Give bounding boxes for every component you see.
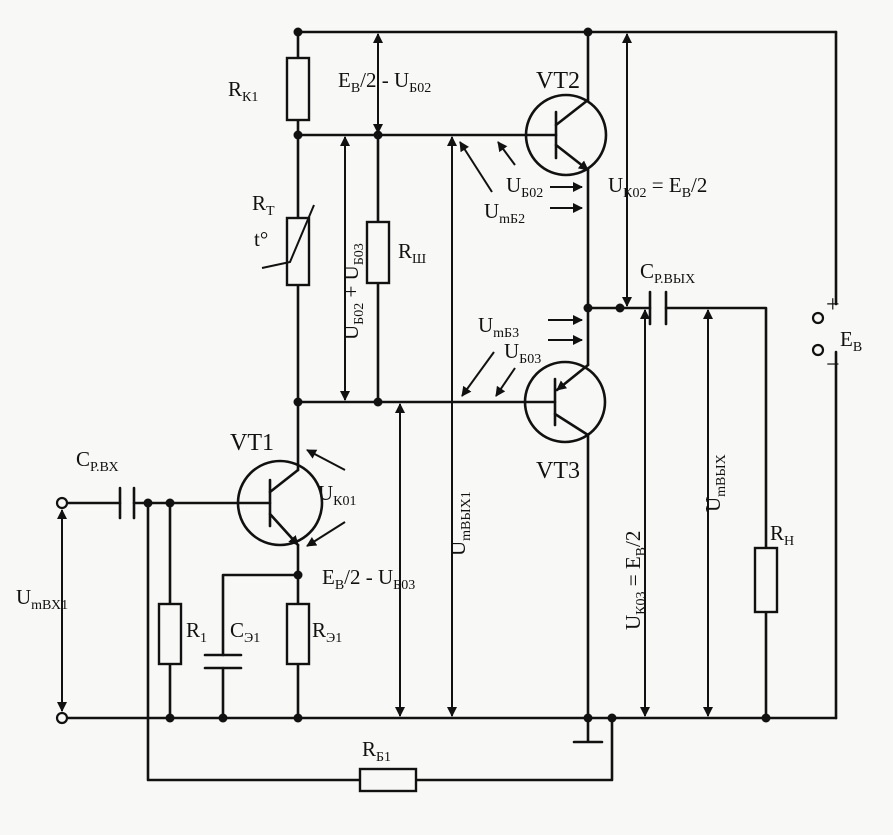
- label-rsh: RШ: [398, 239, 426, 267]
- voltage-arrows: [57, 33, 713, 717]
- label-plus: +: [826, 292, 840, 318]
- thermistor-slash: [261, 204, 315, 269]
- label-umb2: UmБ2: [484, 199, 525, 227]
- label-uk03: UК03 = EВ/2: [621, 531, 649, 630]
- vt1-transistor: [236, 459, 324, 547]
- label-ub02: UБ02: [506, 173, 543, 201]
- ce1-capacitor: [203, 653, 243, 670]
- labels: RК1 EВ/2 - UБ02 VT2 RТ t° RШ UБ02 + UБ03…: [16, 68, 862, 765]
- label-ub02-plus-ub03: UБ02 + UБ03: [339, 243, 367, 340]
- input-terminal-top: [55, 496, 69, 510]
- wires: [62, 30, 838, 782]
- cin-capacitor: [118, 486, 136, 520]
- rk1-resistor: [285, 56, 311, 122]
- rn-resistor: [753, 546, 779, 614]
- rb1-resistor: [358, 767, 418, 793]
- label-cin: CР.ВХ: [76, 447, 119, 475]
- r1-resistor: [157, 602, 183, 666]
- label-eb-minus-ub03: EВ/2 - UБ03: [322, 565, 415, 593]
- label-umvyh1: UmВЫХ1: [446, 491, 474, 556]
- junction-dots: [143, 27, 771, 723]
- rsh-resistor: [365, 220, 391, 285]
- label-vt1: VT1: [230, 430, 274, 456]
- label-umb3: UmБ3: [478, 313, 519, 341]
- label-rt-temp: t°: [254, 227, 268, 251]
- label-rt: RТ: [252, 191, 275, 219]
- label-rb1: RБ1: [362, 737, 391, 765]
- supply-terminal-plus: [811, 311, 825, 325]
- label-uk02: UК02 = EВ/2: [608, 173, 707, 201]
- label-umvyh: UmВЫХ: [701, 454, 729, 512]
- label-re1: RЭ1: [312, 618, 342, 646]
- label-cout: CР.ВЫХ: [640, 259, 695, 287]
- label-ub03: UБ03: [504, 339, 541, 367]
- label-eb: EВ: [840, 327, 862, 355]
- label-eb-minus-ub02: EВ/2 - UБ02: [338, 68, 431, 96]
- label-uk01: UК01: [318, 481, 357, 509]
- label-vt3: VT3: [536, 458, 580, 484]
- label-ce1: CЭ1: [230, 618, 260, 646]
- label-vt2: VT2: [536, 68, 580, 94]
- rt-thermistor: [285, 216, 311, 287]
- re1-resistor: [285, 602, 311, 666]
- vt2-transistor: [524, 93, 608, 177]
- input-terminal-bottom: [55, 711, 69, 725]
- supply-terminal-minus: [811, 343, 825, 357]
- label-umvx1: UmВХ1: [16, 585, 68, 613]
- label-minus: −: [826, 352, 840, 378]
- label-rn: RН: [770, 521, 794, 549]
- label-rk1: RК1: [228, 77, 258, 105]
- vt3-transistor: [523, 360, 607, 444]
- label-r1: R1: [186, 618, 207, 646]
- cout-capacitor: [648, 290, 668, 326]
